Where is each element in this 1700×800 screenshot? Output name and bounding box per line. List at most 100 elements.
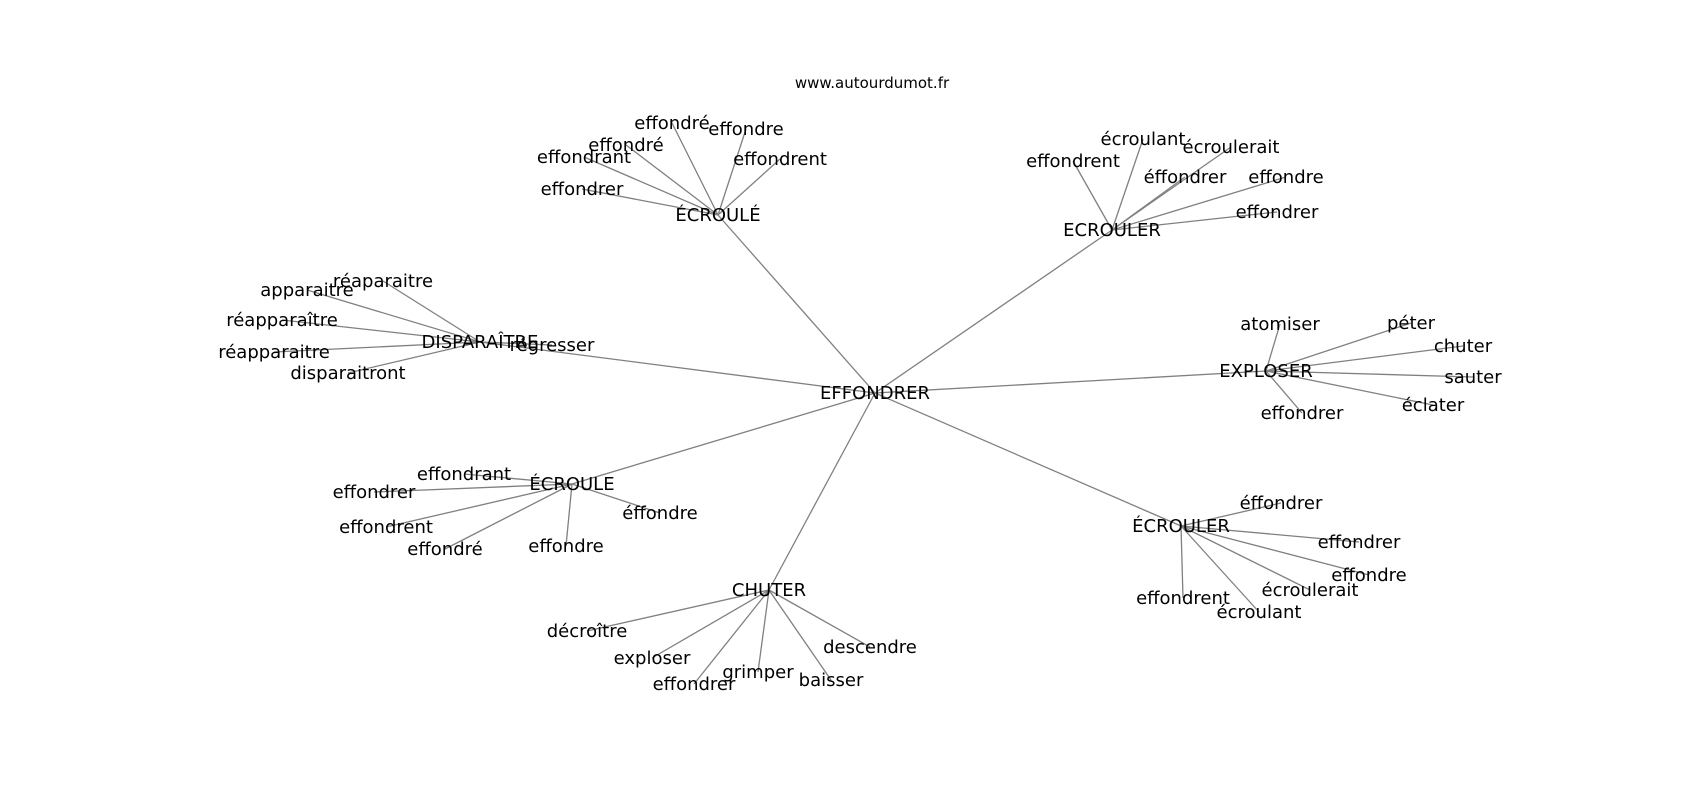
edge-hub-to-leaf bbox=[1180, 525, 1260, 613]
edge-hub-to-leaf bbox=[1180, 502, 1282, 527]
edge-hub-to-leaf bbox=[382, 280, 481, 343]
leaf-node-label: effondre bbox=[1331, 565, 1406, 586]
edge-hub-to-leaf bbox=[1265, 370, 1434, 406]
edge-hub-to-leaf bbox=[463, 473, 573, 485]
edge-center-to-hub bbox=[874, 370, 1267, 394]
edge-hub-to-leaf bbox=[1265, 370, 1303, 414]
edge-center-to-hub bbox=[479, 341, 876, 394]
leaf-node-label: effondré bbox=[634, 113, 709, 134]
edge-center-to-hub bbox=[571, 392, 876, 485]
edge-hub-to-leaf bbox=[757, 589, 770, 673]
leaf-node-label: écroulant bbox=[1101, 129, 1186, 150]
edge-hub-to-leaf bbox=[581, 188, 719, 216]
leaf-node-label: effondre bbox=[708, 119, 783, 140]
leaf-node-label: péter bbox=[1387, 313, 1436, 334]
leaf-node-label: effondrent bbox=[1026, 151, 1120, 172]
leaf-node-label: effondré bbox=[407, 539, 482, 560]
leaf-node-label: grimper bbox=[722, 662, 794, 683]
edge-hub-to-leaf bbox=[1111, 211, 1278, 231]
leaf-node-label: atomiser bbox=[1240, 314, 1320, 335]
edge-hub-to-leaf bbox=[306, 289, 481, 343]
leaf-node-label: baisser bbox=[799, 670, 864, 691]
edge-hub-to-leaf bbox=[1180, 525, 1184, 599]
leaf-node-label: effondrer bbox=[333, 482, 416, 503]
edge-hub-to-leaf bbox=[768, 589, 871, 648]
hub-node-label: ÉCROULÉ bbox=[675, 204, 760, 226]
edge-hub-to-leaf bbox=[373, 483, 573, 493]
leaf-node-label: éffondrer bbox=[1144, 167, 1227, 188]
leaf-node-label: effondrant bbox=[537, 147, 631, 168]
leaf-node-label: régresser bbox=[510, 335, 595, 356]
edge-hub-to-leaf bbox=[583, 156, 719, 216]
leaf-node-label: exploser bbox=[614, 648, 691, 669]
source-attribution: www.autourdumot.fr bbox=[795, 74, 950, 92]
leaf-node-label: effondrent bbox=[1136, 588, 1230, 609]
leaf-node-label: effondrant bbox=[417, 464, 511, 485]
edge-center-to-hub bbox=[717, 214, 876, 394]
edge-hub-to-leaf bbox=[768, 589, 832, 681]
leaf-node-label: effondrer bbox=[653, 674, 736, 695]
edge-hub-to-leaf bbox=[1265, 323, 1281, 372]
leaf-node-label: effondré bbox=[588, 135, 663, 156]
leaf-node-label: sauter bbox=[1444, 367, 1502, 388]
edge-hub-to-leaf bbox=[1265, 345, 1464, 372]
hub-node-label: ÉCROULE bbox=[529, 473, 614, 495]
leaf-node-label: décroître bbox=[547, 621, 628, 642]
edge-hub-to-leaf bbox=[1180, 525, 1370, 576]
leaf-node-label: apparaitre bbox=[260, 280, 353, 301]
leaf-node-label: effondrer bbox=[1318, 532, 1401, 553]
edge-hub-to-leaf bbox=[651, 589, 770, 659]
hub-node-label: EXPLOSER bbox=[1219, 361, 1312, 382]
leaf-node-label: effondrer bbox=[1236, 202, 1319, 223]
edge-hub-to-leaf bbox=[1180, 525, 1360, 543]
leaf-node-label: éffondrer bbox=[1240, 493, 1323, 514]
edge-hub-to-leaf bbox=[444, 483, 573, 550]
hub-node-label: CHUTER bbox=[732, 580, 806, 601]
center-node-label: EFFONDRER bbox=[820, 383, 930, 404]
leaf-node-label: descendre bbox=[823, 637, 917, 658]
hub-node-label: DISPARAÎTRE bbox=[422, 331, 539, 353]
leaf-node-label: écroulerait bbox=[1262, 580, 1359, 601]
edge-hub-to-leaf bbox=[347, 341, 481, 374]
edge-hub-to-leaf bbox=[717, 128, 747, 216]
leaf-node-label: réaparaitre bbox=[333, 271, 433, 292]
edge-hub-to-leaf bbox=[1180, 525, 1311, 591]
edge-center-to-hub bbox=[874, 392, 1182, 527]
edge-hub-to-leaf bbox=[1265, 370, 1474, 378]
leaf-node-label: écroulant bbox=[1217, 602, 1302, 623]
edge-hub-to-leaf bbox=[571, 483, 661, 514]
edge-hub-to-leaf bbox=[281, 319, 481, 343]
leaf-node-label: écroulerait bbox=[1183, 137, 1280, 158]
leaf-node-label: effondre bbox=[1248, 167, 1323, 188]
edge-hub-to-leaf bbox=[1265, 322, 1412, 372]
edge-hub-to-leaf bbox=[625, 144, 719, 216]
edge-hub-to-leaf bbox=[273, 341, 481, 353]
graph-labels: EFFONDREReffondréeffondreeffondréeffondr… bbox=[218, 113, 1502, 695]
edge-hub-to-leaf bbox=[385, 483, 573, 528]
graph-edges bbox=[273, 122, 1474, 685]
leaf-node-label: effondrent bbox=[339, 517, 433, 538]
edge-hub-to-leaf bbox=[1072, 160, 1113, 231]
edge-hub-to-leaf bbox=[1111, 138, 1144, 231]
edge-hub-to-leaf bbox=[671, 122, 719, 216]
edge-hub-to-leaf bbox=[717, 158, 781, 216]
hub-node-label: ECROULER bbox=[1063, 220, 1161, 241]
edge-hub-to-leaf bbox=[1111, 176, 1287, 231]
leaf-node-label: disparaitront bbox=[290, 363, 405, 384]
leaf-node-label: éffondre bbox=[622, 503, 697, 524]
edge-hub-to-leaf bbox=[565, 483, 573, 547]
leaf-node-label: éclater bbox=[1402, 395, 1465, 416]
leaf-node-label: effondre bbox=[528, 536, 603, 557]
hub-node-label: ÉCROULER bbox=[1132, 515, 1230, 537]
leaf-node-label: chuter bbox=[1434, 336, 1493, 357]
edge-hub-to-leaf bbox=[693, 589, 770, 685]
edge-hub-to-leaf bbox=[1111, 176, 1186, 231]
leaf-node-label: effondrer bbox=[541, 179, 624, 200]
leaf-node-label: effondrer bbox=[1261, 403, 1344, 424]
edge-hub-to-leaf bbox=[479, 341, 553, 346]
edge-hub-to-leaf bbox=[586, 589, 770, 632]
leaf-node-label: effondrent bbox=[733, 149, 827, 170]
edge-center-to-hub bbox=[768, 392, 876, 591]
leaf-node-label: réapparaitre bbox=[218, 342, 330, 363]
